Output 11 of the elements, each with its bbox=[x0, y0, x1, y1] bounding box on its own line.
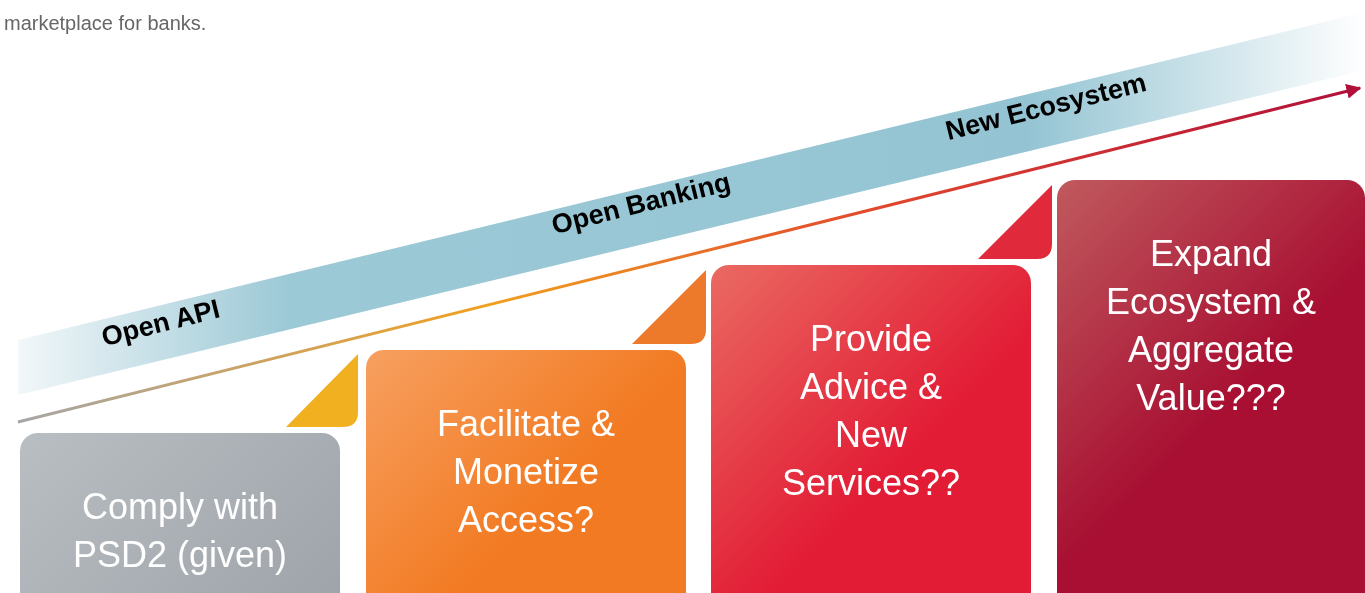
step-box bbox=[366, 350, 686, 593]
band-label: Open Banking bbox=[548, 166, 734, 241]
step-box bbox=[1057, 180, 1365, 593]
step-text: Expand Ecosystem & Aggregate Value??? bbox=[1104, 232, 1318, 420]
step-box bbox=[20, 433, 340, 593]
note-text: marketplace for banks. bbox=[4, 12, 207, 35]
step-text: Facilitate & Monetize Access? bbox=[435, 402, 617, 542]
step-text: Provide Advice & New Services?? bbox=[780, 317, 962, 505]
band-label: Open API bbox=[98, 293, 223, 353]
step-box bbox=[711, 265, 1031, 593]
step-text: Comply with PSD2 (given) bbox=[71, 485, 289, 577]
